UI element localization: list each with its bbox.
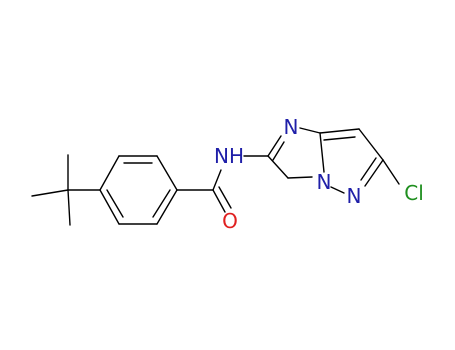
bond-imid-5: [267, 155, 289, 179]
bond-pyr-3: [364, 159, 384, 187]
bond-pyr-4: [330, 186, 345, 194]
bond-imid-3: [319, 132, 325, 173]
bond-tbu-c2: [31, 189, 69, 197]
bond-c-cl: [382, 159, 400, 185]
bond-benzene-inner-2: [152, 189, 171, 218]
bridgehead-n-label: N: [317, 170, 332, 194]
bond-carbonyl-o-2: [218, 186, 232, 209]
bond-pyr-1b: [323, 136, 356, 141]
bond-imid-1: [267, 135, 282, 157]
bond-benzene-3: [156, 155, 178, 191]
bond-benzene-1: [99, 155, 120, 191]
bond-pyr-3b: [360, 157, 377, 181]
bond-imid-1b: [272, 141, 285, 161]
bond-benzene-6: [99, 189, 120, 225]
bond-benzene-4: [156, 189, 178, 225]
bond-pyr-1: [319, 128, 360, 134]
bond-tbu-c3: [67, 189, 71, 226]
imidazole-n-label: N: [284, 115, 299, 139]
bond-pyr-2: [358, 128, 384, 161]
bond-imid-4: [287, 176, 313, 179]
pyridazine-n-label: N: [347, 184, 362, 208]
bond-carbonyl-nh: [212, 169, 222, 191]
amide-nh-label: NH: [214, 144, 244, 168]
carbonyl-o-label: O: [222, 209, 238, 233]
bond-benzene-inner-3: [106, 189, 124, 218]
bond-imid-2: [299, 127, 321, 134]
bond-carbonyl-o-1: [212, 189, 226, 213]
chlorine-label: Cl: [404, 181, 424, 205]
